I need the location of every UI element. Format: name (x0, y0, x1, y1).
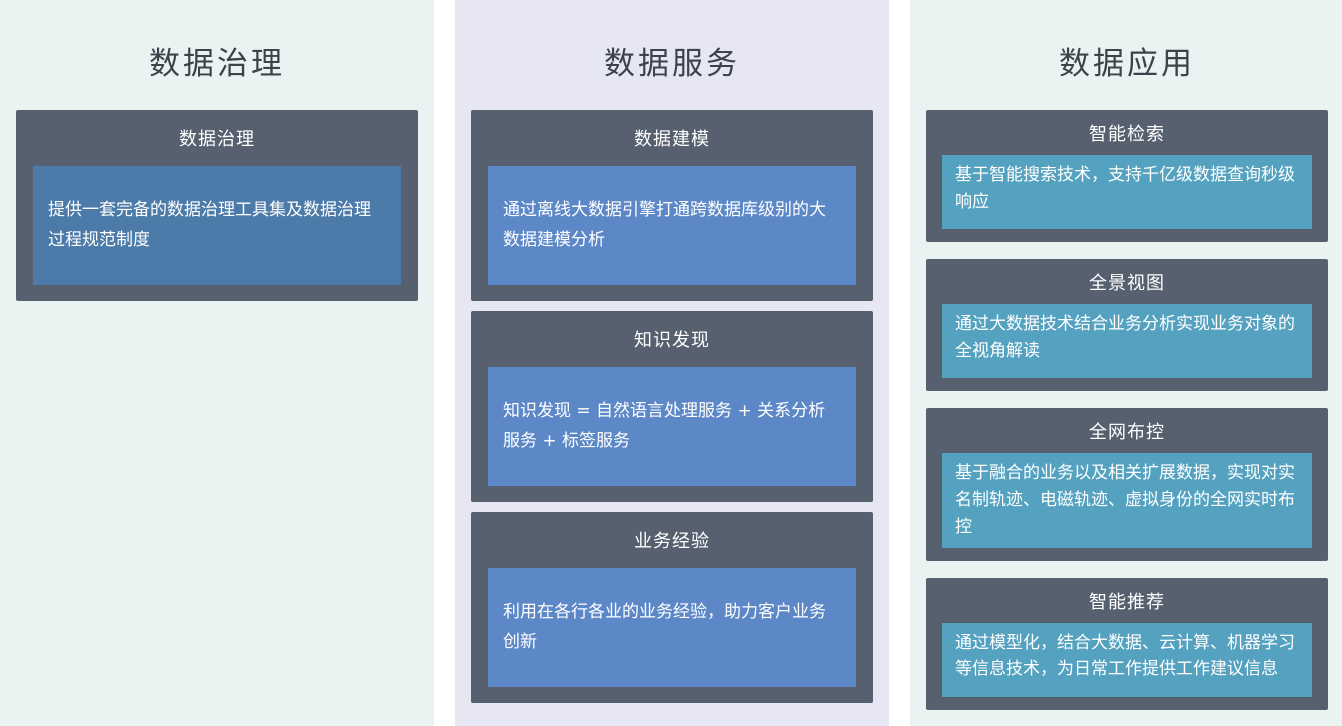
card-title: 数据治理 (179, 129, 255, 150)
card-business-experience: 业务经验 利用在各行各业的业务经验，助力客户业务创新 (471, 512, 873, 703)
card-title: 知识发现 (634, 330, 710, 351)
card-description: 通过离线大数据引擎打通跨数据库级别的大数据建模分析 (488, 166, 856, 285)
card-network-surveillance: 全网布控 基于融合的业务以及相关扩展数据，实现对实名制轨迹、电磁轨迹、虚拟身份的… (926, 408, 1328, 561)
card-description: 基于融合的业务以及相关扩展数据，实现对实名制轨迹、电磁轨迹、虚拟身份的全网实时布… (942, 453, 1312, 548)
card-panoramic-view: 全景视图 通过大数据技术结合业务分析实现业务对象的全视角解读 (926, 259, 1328, 391)
column-title-data-services: 数据服务 (604, 46, 740, 82)
card-description: 通过模型化，结合大数据、云计算、机器学习等信息技术，为日常工作提供工作建议信息 (942, 622, 1312, 697)
card-title: 业务经验 (634, 531, 710, 552)
column-data-services: 数据服务 数据建模 通过离线大数据引擎打通跨数据库级别的大数据建模分析 知识发现… (455, 0, 889, 726)
card-intelligent-recommendation: 智能推荐 通过模型化，结合大数据、云计算、机器学习等信息技术，为日常工作提供工作… (926, 577, 1328, 710)
card-data-governance: 数据治理 提供一套完备的数据治理工具集及数据治理过程规范制度 (16, 110, 418, 301)
column-title-data-governance: 数据治理 (149, 46, 285, 82)
card-description: 通过大数据技术结合业务分析实现业务对象的全视角解读 (942, 304, 1312, 378)
card-data-modeling: 数据建模 通过离线大数据引擎打通跨数据库级别的大数据建模分析 (471, 110, 873, 301)
card-description: 知识发现 = 自然语言处理服务 + 关系分析服务 + 标签服务 (488, 367, 856, 486)
card-intelligent-search: 智能检索 基于智能搜索技术，支持千亿级数据查询秒级响应 (926, 110, 1328, 242)
column-data-applications: 数据应用 智能检索 基于智能搜索技术，支持千亿级数据查询秒级响应 全景视图 通过… (910, 0, 1342, 726)
column-data-governance: 数据治理 数据治理 提供一套完备的数据治理工具集及数据治理过程规范制度 (0, 0, 434, 726)
card-description: 利用在各行各业的业务经验，助力客户业务创新 (488, 568, 856, 687)
card-description: 基于智能搜索技术，支持千亿级数据查询秒级响应 (942, 155, 1312, 229)
card-knowledge-discovery: 知识发现 知识发现 = 自然语言处理服务 + 关系分析服务 + 标签服务 (471, 311, 873, 502)
card-title: 全景视图 (1089, 273, 1165, 294)
card-description: 提供一套完备的数据治理工具集及数据治理过程规范制度 (33, 166, 401, 285)
card-title: 智能检索 (1089, 124, 1165, 145)
card-title: 全网布控 (1089, 422, 1165, 443)
card-title: 智能推荐 (1089, 591, 1165, 613)
card-title: 数据建模 (634, 129, 710, 150)
column-title-data-applications: 数据应用 (1059, 46, 1195, 82)
